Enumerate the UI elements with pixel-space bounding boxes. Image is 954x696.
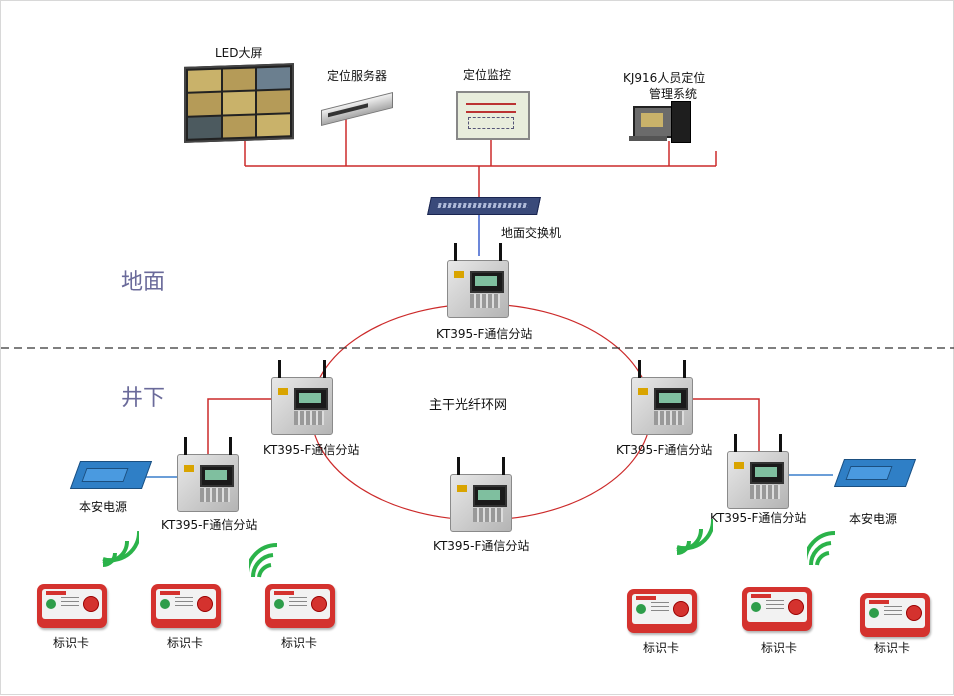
station-left-icon — [271, 360, 333, 435]
station-right-icon — [631, 360, 693, 435]
id-card-icon — [265, 584, 335, 628]
id-card-icon — [742, 587, 812, 631]
station-top-icon — [447, 243, 509, 318]
id-card-label: 标识卡 — [643, 641, 680, 655]
station-far-left-icon — [177, 437, 239, 512]
power-supply-right-icon — [833, 459, 917, 487]
id-card-label: 标识卡 — [53, 636, 90, 650]
led-screen-icon — [184, 63, 294, 143]
monitor-icon — [456, 91, 530, 140]
network-switch-icon — [427, 197, 541, 215]
computer-tower-icon — [671, 101, 691, 143]
wireless-signal-icon — [676, 519, 713, 555]
id-card-label: 标识卡 — [761, 641, 798, 655]
wireless-signal-icon — [249, 542, 278, 578]
computer-icon — [633, 106, 673, 138]
system-label-line2: 管理系统 — [649, 87, 698, 101]
id-card-label: 标识卡 — [281, 636, 318, 650]
station-right-label: KT395-F通信分站 — [616, 443, 713, 457]
led-label: LED大屏 — [215, 46, 263, 60]
id-card-icon — [37, 584, 107, 628]
server-label: 定位服务器 — [327, 69, 388, 83]
station-bottom-icon — [450, 457, 512, 532]
station-far-left-label: KT395-F通信分站 — [161, 518, 258, 532]
id-card-icon — [627, 589, 697, 633]
station-far-right-icon — [727, 434, 789, 509]
station-bottom-label: KT395-F通信分站 — [433, 539, 530, 553]
station-top-label: KT395-F通信分站 — [436, 327, 533, 341]
ring-network-label: 主干光纤环网 — [429, 398, 508, 413]
id-card-icon — [860, 593, 930, 637]
power-supply-left-icon — [69, 461, 153, 489]
wireless-signal-icon — [102, 531, 139, 567]
wireless-signal-icon — [807, 530, 836, 566]
ground-zone-label: 地面 — [121, 270, 166, 295]
id-card-label: 标识卡 — [874, 641, 911, 655]
id-card-label: 标识卡 — [167, 636, 204, 650]
id-card-icon — [151, 584, 221, 628]
station-far-right-label: KT395-F通信分站 — [710, 511, 807, 525]
underground-zone-label: 井下 — [121, 386, 166, 411]
keyboard-icon — [629, 136, 667, 141]
monitor-label: 定位监控 — [463, 68, 512, 82]
station-left-label: KT395-F通信分站 — [263, 443, 360, 457]
system-label-line1: KJ916人员定位 — [623, 71, 706, 85]
switch-label: 地面交换机 — [501, 226, 562, 240]
power-right-label: 本安电源 — [849, 512, 898, 526]
power-left-label: 本安电源 — [79, 500, 128, 514]
